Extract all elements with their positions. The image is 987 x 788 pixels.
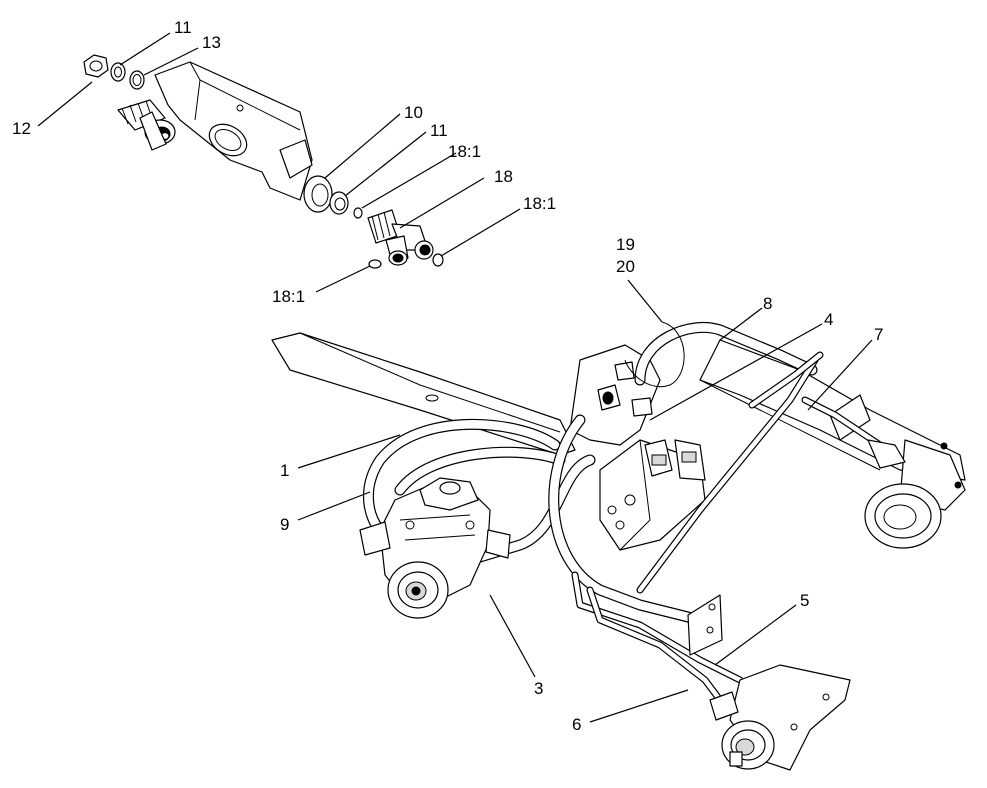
callout-5: 5	[800, 591, 809, 610]
callout-10: 10	[404, 103, 423, 122]
callout-8: 8	[763, 294, 772, 313]
callout-11-top: 11	[174, 18, 192, 37]
callout-6: 6	[572, 715, 581, 734]
tube-4	[636, 351, 824, 594]
bulkhead-fitting	[117, 99, 176, 151]
callout-9: 9	[280, 515, 289, 534]
tube-5	[571, 571, 744, 684]
callout-18-1-right: 18:1	[523, 194, 556, 213]
o-ring-18-1-upper	[353, 207, 363, 219]
o-ring-18-1-left	[368, 259, 382, 269]
callout-7: 7	[874, 325, 883, 344]
callout-18-1-left: 18:1	[272, 287, 305, 306]
seal-10	[303, 175, 333, 213]
tube-7	[801, 396, 906, 469]
callout-12: 12	[12, 119, 31, 138]
callout-11-lower: 11	[430, 121, 448, 140]
callout-labels: 11 13 12 10 11 18:1 18 18:1 18:1 19 20 8…	[12, 18, 883, 734]
callout-19: 19	[616, 235, 635, 254]
callout-18: 18	[494, 167, 513, 186]
hose-1	[362, 418, 561, 536]
nut-12	[83, 54, 109, 78]
hydraulic-pump	[359, 477, 511, 619]
washer-11-top	[110, 62, 126, 82]
bracket-assembly	[117, 61, 313, 201]
callout-4: 4	[824, 310, 833, 329]
callout-3: 3	[534, 679, 543, 698]
bottom-motor	[709, 664, 851, 771]
valve-fittings	[597, 361, 653, 417]
callout-1: 1	[280, 461, 289, 480]
leader-lines	[37, 32, 873, 723]
hose-9	[394, 446, 566, 496]
tee-fitting-18	[367, 209, 434, 266]
tube-bracket	[687, 594, 723, 656]
callout-13: 13	[202, 33, 221, 52]
hose-lower	[548, 414, 706, 626]
callout-20: 20	[616, 257, 635, 276]
wire-19-20	[624, 321, 685, 388]
o-ring-18-1-right	[432, 253, 444, 267]
right-frame	[699, 339, 966, 549]
callout-18-1-upper: 18:1	[448, 142, 481, 161]
tube-6	[586, 586, 724, 704]
washer-13	[129, 70, 145, 90]
washer-11-lower	[329, 191, 349, 215]
